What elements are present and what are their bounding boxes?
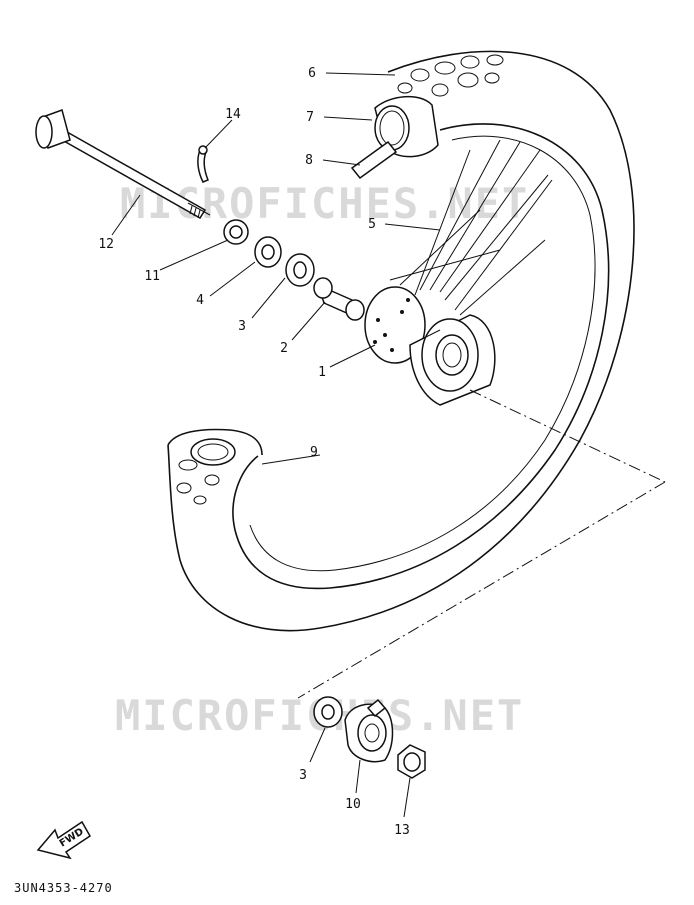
callout-1: 1 <box>318 365 326 380</box>
tire <box>167 50 635 632</box>
callout-6: 6 <box>308 66 316 81</box>
assembly-lines <box>297 389 666 699</box>
collar <box>313 277 365 321</box>
bearing-upper <box>285 253 315 287</box>
leader-lines <box>111 72 441 818</box>
hub <box>364 286 496 406</box>
callout-8: 8 <box>305 153 313 168</box>
callout-13: 13 <box>394 823 410 838</box>
callout-12: 12 <box>98 237 114 252</box>
callout-2: 2 <box>280 341 288 356</box>
spacer-nut <box>223 219 249 245</box>
callout-14: 14 <box>225 107 241 122</box>
callout-3-upper: 3 <box>238 319 246 334</box>
rim-strip <box>350 140 398 180</box>
axle-nut <box>397 744 426 779</box>
wheel-axle <box>35 109 211 220</box>
callout-11: 11 <box>144 269 160 284</box>
callout-5: 5 <box>368 217 376 232</box>
tread-pattern-bottom <box>167 428 263 505</box>
callout-10: 10 <box>345 797 361 812</box>
forward-arrow: FWD <box>36 820 91 860</box>
callout-7: 7 <box>306 110 314 125</box>
callouts: 6 7 8 5 1 2 3 4 11 12 14 9 3 10 13 <box>98 66 409 838</box>
callout-4: 4 <box>196 293 204 308</box>
spokes <box>389 139 553 316</box>
bearing-lower <box>313 696 343 728</box>
tread-pattern-top <box>397 54 504 97</box>
rim-band <box>374 95 439 158</box>
callout-3-lower: 3 <box>299 768 307 783</box>
callout-9: 9 <box>310 445 318 460</box>
cotter-pin <box>197 145 209 183</box>
meter-gear-unit <box>344 698 394 763</box>
tube-cross-section <box>190 438 236 466</box>
oil-seal <box>254 236 282 268</box>
diagram-part-number: 3UN4353-4270 <box>14 881 113 895</box>
